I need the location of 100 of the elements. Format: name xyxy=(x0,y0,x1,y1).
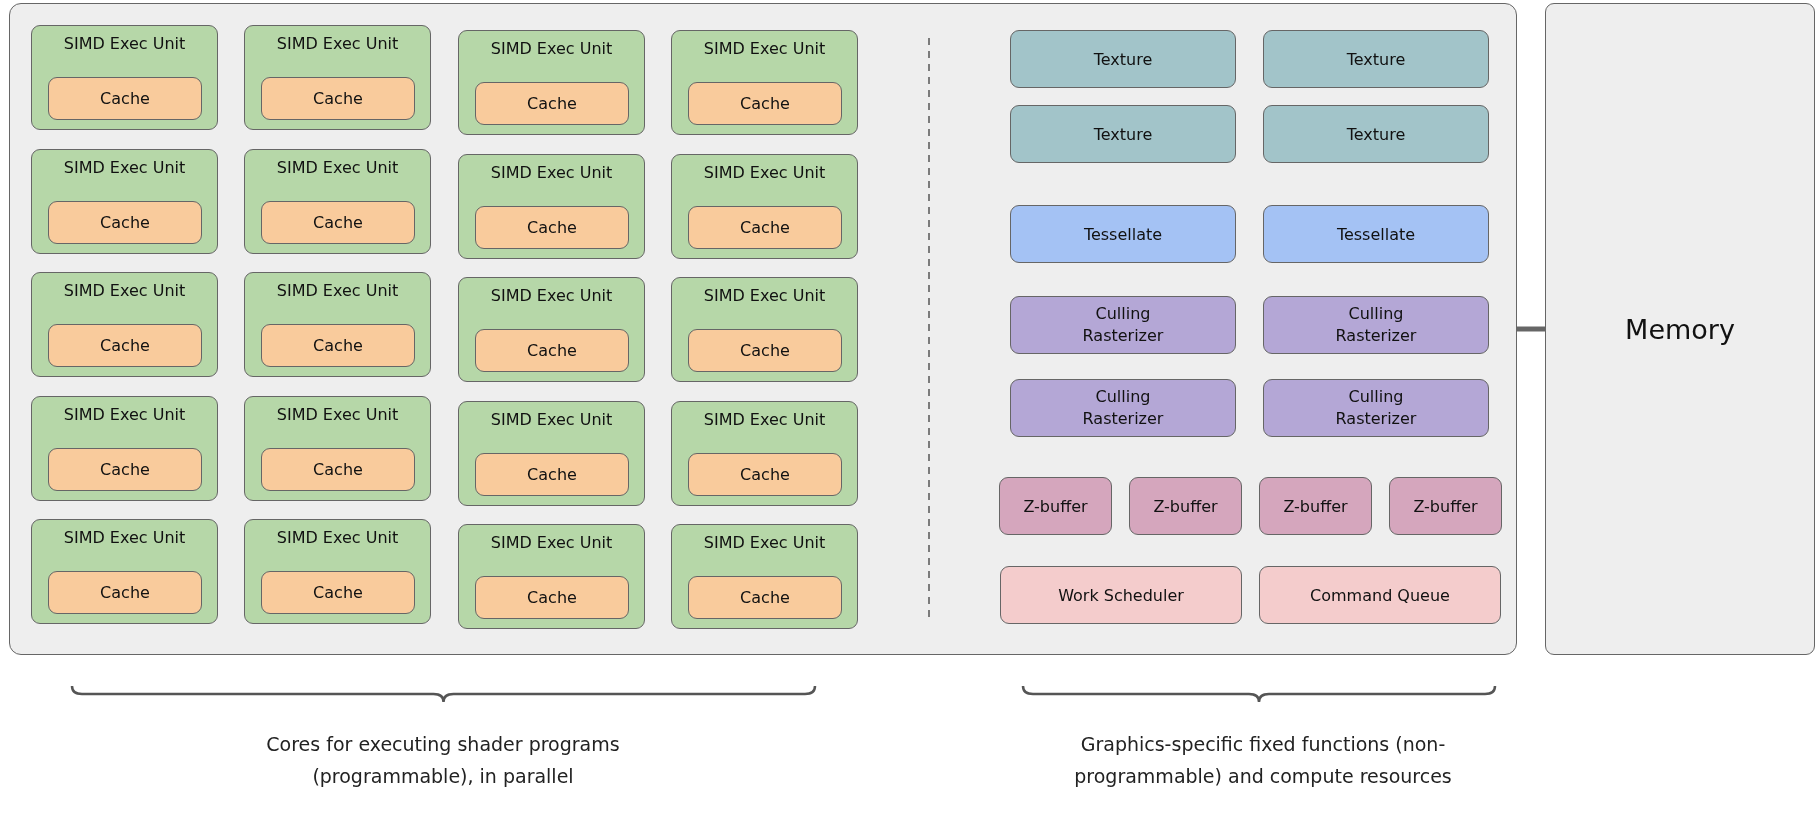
connector-line xyxy=(1517,326,1545,332)
box-label: SIMD Exec Unit xyxy=(703,39,826,58)
gpu-panel xyxy=(9,3,1517,655)
box-label: Cache xyxy=(100,460,150,479)
box-label: Culling Rasterizer xyxy=(1081,386,1165,430)
box-label: Texture xyxy=(1346,49,1406,69)
box-label: SIMD Exec Unit xyxy=(63,158,186,177)
box-label: Cache xyxy=(740,341,790,360)
box-label: Command Queue xyxy=(1310,585,1450,605)
exec-unit-box xyxy=(671,30,858,135)
exec-unit-box xyxy=(31,149,218,254)
box-label: SIMD Exec Unit xyxy=(276,528,399,547)
box-label: SIMD Exec Unit xyxy=(703,286,826,305)
exec-unit-box xyxy=(244,25,431,130)
exec-unit-box xyxy=(244,149,431,254)
cache-box xyxy=(48,324,202,367)
cache-box xyxy=(261,324,415,367)
cache-box xyxy=(475,206,629,249)
exec-unit-box xyxy=(244,396,431,501)
box-label: Culling Rasterizer xyxy=(1334,303,1418,347)
box-label: Cache xyxy=(313,336,363,355)
box-label: Cache xyxy=(313,583,363,602)
rasterizer-box xyxy=(1263,296,1489,354)
z-buffer-box xyxy=(999,477,1112,535)
texture-box xyxy=(1263,30,1489,88)
box-label: Z-buffer xyxy=(1413,496,1478,516)
box-label: Cache xyxy=(527,94,577,113)
cache-box xyxy=(261,201,415,244)
box-label: Cache xyxy=(527,218,577,237)
box-label: Cache xyxy=(527,465,577,484)
box-label: Texture xyxy=(1093,124,1153,144)
cache-box xyxy=(688,206,842,249)
box-label: Cache xyxy=(740,218,790,237)
cache-box xyxy=(475,453,629,496)
exec-unit-box xyxy=(458,154,645,259)
box-label: Cache xyxy=(740,94,790,113)
exec-unit-box xyxy=(458,30,645,135)
rasterizer-box xyxy=(1010,296,1236,354)
cache-box xyxy=(261,77,415,120)
box-label: Tessellate xyxy=(1336,224,1416,244)
exec-unit-box xyxy=(31,396,218,501)
scheduler-box xyxy=(1000,566,1242,624)
texture-box xyxy=(1263,105,1489,163)
box-label: Cache xyxy=(313,213,363,232)
cache-box xyxy=(688,453,842,496)
box-label: Cache xyxy=(527,341,577,360)
exec-unit-box xyxy=(671,401,858,506)
caption-text: Graphics-specific fixed functions (non-programmable) and compute resources xyxy=(1073,732,1453,789)
exec-unit-box xyxy=(244,519,431,624)
box-label: SIMD Exec Unit xyxy=(63,281,186,300)
box-label: SIMD Exec Unit xyxy=(276,281,399,300)
cache-box xyxy=(48,201,202,244)
texture-box xyxy=(1010,105,1236,163)
exec-unit-box xyxy=(458,524,645,629)
cache-box xyxy=(475,576,629,619)
exec-unit-box xyxy=(458,401,645,506)
z-buffer-box xyxy=(1259,477,1372,535)
box-label: SIMD Exec Unit xyxy=(703,533,826,552)
box-label: Culling Rasterizer xyxy=(1081,303,1165,347)
box-label: Cache xyxy=(100,213,150,232)
box-label: SIMD Exec Unit xyxy=(490,533,613,552)
exec-unit-box xyxy=(244,272,431,377)
cache-box xyxy=(261,448,415,491)
box-label: Z-buffer xyxy=(1023,496,1088,516)
exec-unit-box xyxy=(31,519,218,624)
box-label: SIMD Exec Unit xyxy=(490,410,613,429)
exec-unit-box xyxy=(671,277,858,382)
box-label: Z-buffer xyxy=(1283,496,1348,516)
cache-box xyxy=(261,571,415,614)
tessellate-box xyxy=(1263,205,1489,263)
box-label: SIMD Exec Unit xyxy=(276,158,399,177)
box-label: Texture xyxy=(1346,124,1406,144)
box-label: SIMD Exec Unit xyxy=(703,163,826,182)
tessellate-box xyxy=(1010,205,1236,263)
cache-box xyxy=(475,82,629,125)
cache-box xyxy=(688,576,842,619)
box-label: Tessellate xyxy=(1083,224,1163,244)
box-label: Cache xyxy=(740,588,790,607)
box-label: Cache xyxy=(740,465,790,484)
cache-box xyxy=(48,571,202,614)
rasterizer-box xyxy=(1010,379,1236,437)
cache-box xyxy=(688,329,842,372)
box-label: Work Scheduler xyxy=(1058,585,1184,605)
box-label: Cache xyxy=(100,89,150,108)
memory-box xyxy=(1545,3,1815,655)
box-label: SIMD Exec Unit xyxy=(63,34,186,53)
box-label: Culling Rasterizer xyxy=(1334,386,1418,430)
cache-box xyxy=(48,77,202,120)
box-label: Cache xyxy=(100,336,150,355)
exec-unit-box xyxy=(31,25,218,130)
box-label: SIMD Exec Unit xyxy=(276,34,399,53)
box-label: Memory xyxy=(1625,313,1735,345)
box-label: SIMD Exec Unit xyxy=(490,163,613,182)
exec-unit-box xyxy=(671,524,858,629)
cache-box xyxy=(475,329,629,372)
cache-box xyxy=(48,448,202,491)
box-label: Cache xyxy=(313,89,363,108)
box-label: Cache xyxy=(313,460,363,479)
queue-box xyxy=(1259,566,1501,624)
box-label: Cache xyxy=(527,588,577,607)
